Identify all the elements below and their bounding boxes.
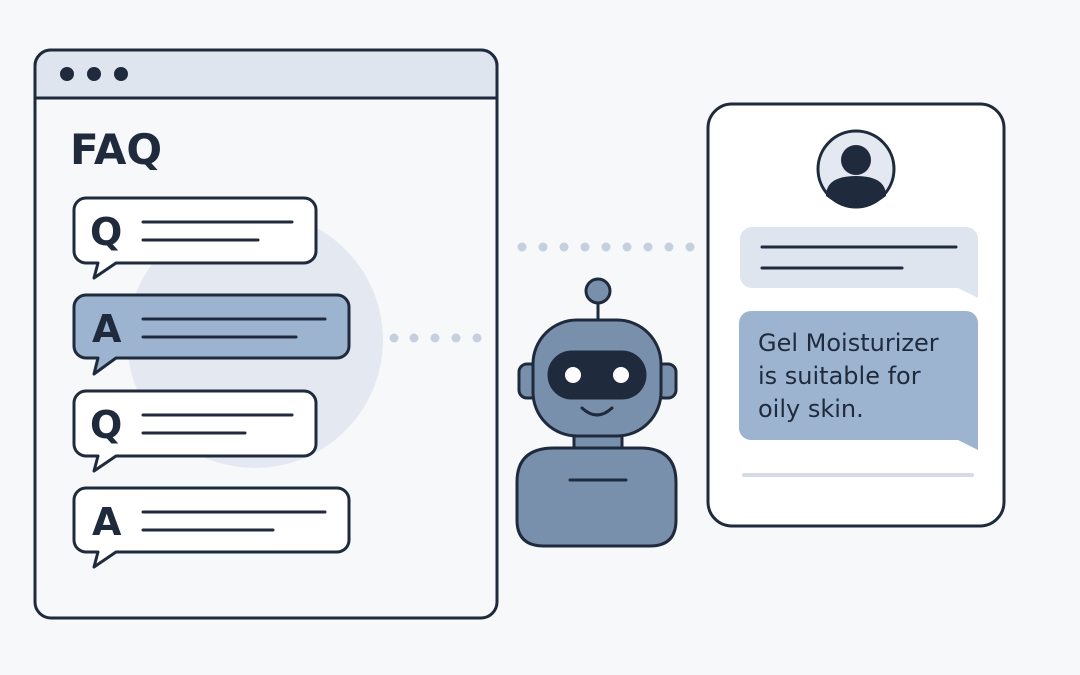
user-message-bubble [740, 227, 978, 298]
faq-answer-bubble-highlighted: A [72, 293, 351, 376]
connector-dots-faq-to-robot [389, 333, 482, 343]
user-avatar-icon [816, 129, 896, 209]
faq-item-letter: Q [90, 210, 122, 254]
faq-question-bubble: Q [72, 389, 318, 473]
bot-reply-line-1: Gel Moisturizer [758, 329, 939, 357]
robot-icon [515, 277, 678, 548]
faq-browser-window: FAQ Q A Q A [33, 48, 499, 620]
bot-reply-bubble: Gel Moisturizer is suitable for oily ski… [739, 311, 978, 450]
bot-reply-line-2: is suitable for [758, 362, 921, 390]
faq-item-letter: A [92, 500, 122, 544]
faq-item-letter: A [92, 307, 122, 351]
browser-dots-icon [60, 67, 128, 81]
faq-question-bubble: Q [72, 196, 318, 280]
connector-dots-robot-to-chat [517, 242, 695, 252]
faq-answer-bubble: A [72, 486, 351, 569]
faq-item-letter: Q [90, 403, 122, 447]
chat-card: Gel Moisturizer is suitable for oily ski… [706, 102, 1006, 528]
faq-title: FAQ [70, 125, 162, 174]
bot-reply-line-3: oily skin. [758, 395, 864, 423]
